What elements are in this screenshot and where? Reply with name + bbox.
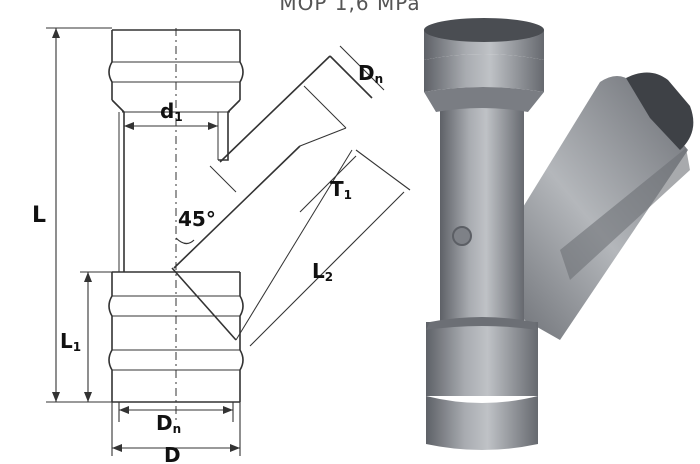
label-d1: d1 xyxy=(160,99,183,124)
label-T1: T1 xyxy=(330,177,352,202)
label-Dn-bottom: Dn xyxy=(156,411,181,436)
label-L1: L1 xyxy=(60,329,81,354)
emboss-mark xyxy=(452,226,472,246)
top-socket xyxy=(108,29,244,113)
label-Dn-branch: Dn xyxy=(358,61,383,86)
label-D: D xyxy=(164,443,181,464)
dimension-lines xyxy=(46,27,411,456)
top-opening xyxy=(424,18,544,42)
bottom-socket xyxy=(108,271,244,403)
angle-arc xyxy=(175,237,195,245)
drawing-labels: L L1 d1 Dn T1 L2 45° Dn D xyxy=(32,61,383,464)
body-right-wall xyxy=(218,112,229,161)
pressure-title: MOP 1,6 MPa xyxy=(279,0,421,15)
arrowheads xyxy=(52,28,240,452)
label-L: L xyxy=(32,203,46,228)
main-body xyxy=(440,96,524,354)
technical-drawing xyxy=(46,27,411,456)
branch-body xyxy=(472,76,688,340)
label-angle: 45° xyxy=(178,207,216,231)
product-photo xyxy=(424,18,694,450)
bottom-socket-photo xyxy=(426,322,538,396)
label-L2: L2 xyxy=(312,259,333,284)
branch-pipe xyxy=(171,55,373,341)
branch-opening xyxy=(626,72,694,150)
